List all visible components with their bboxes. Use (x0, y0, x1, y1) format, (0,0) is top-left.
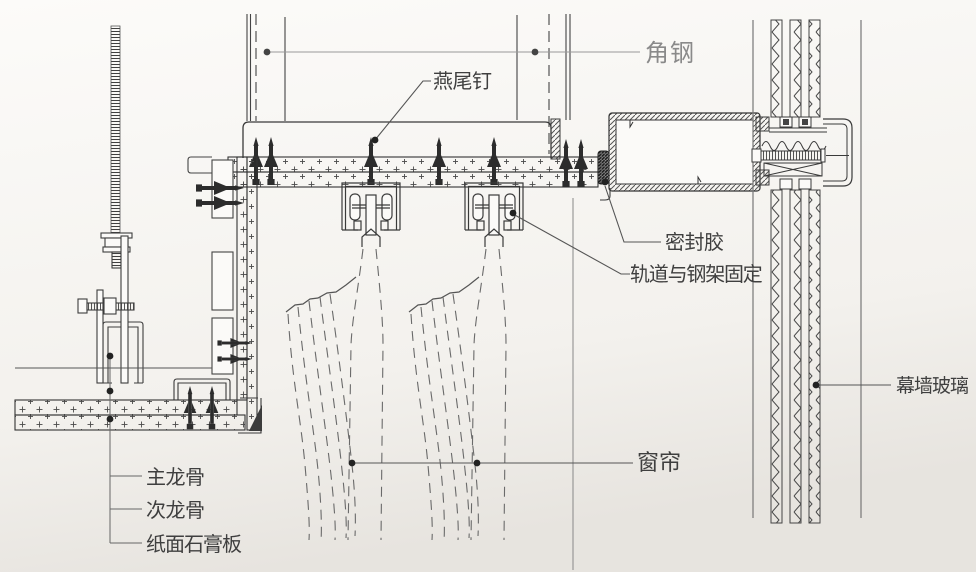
leader-track-fixing: 轨道与钢架固定 (509, 209, 764, 286)
threaded-rod (110, 25, 121, 234)
leader-ceiling-layers (106, 352, 142, 544)
label-main-runner: 主龙骨 (146, 465, 205, 489)
ceiling-assembly (14, 367, 246, 431)
curtain-wall (751, 19, 862, 524)
annotations: 角钢 燕尾钉 密封胶 轨道与钢架固定 幕墙玻璃 (106, 39, 969, 556)
glass-panes-lower (770, 189, 821, 524)
label-track-fixing: 轨道与钢架固定 (630, 262, 763, 286)
label-gypsum-board: 纸面石膏板 (146, 532, 242, 556)
leader-curtain: 窗帘 (348, 451, 681, 476)
mullion-joint (751, 116, 853, 190)
leader-curtain-wall-glass: 幕墙玻璃 (812, 375, 969, 397)
soffit-gypsum-boards (227, 156, 599, 188)
hanger-bolt (77, 297, 135, 315)
glass-panes-upper (770, 19, 821, 118)
leader-angle-steel: 角钢 (263, 39, 695, 67)
label-curtain: 窗帘 (637, 451, 681, 476)
steel-column (246, 14, 571, 154)
label-sealant: 密封胶 (665, 230, 724, 254)
curtain-box (608, 112, 761, 192)
label-curtain-wall-glass: 幕墙玻璃 (896, 375, 968, 397)
leader-dovetail-nail: 燕尾钉 (371, 69, 492, 144)
label-dovetail-nail: 燕尾钉 (433, 69, 492, 93)
leader-sealant: 密封胶 (601, 178, 725, 254)
label-secondary-runner: 次龙骨 (146, 498, 205, 522)
label-angle-steel: 角钢 (645, 39, 695, 67)
